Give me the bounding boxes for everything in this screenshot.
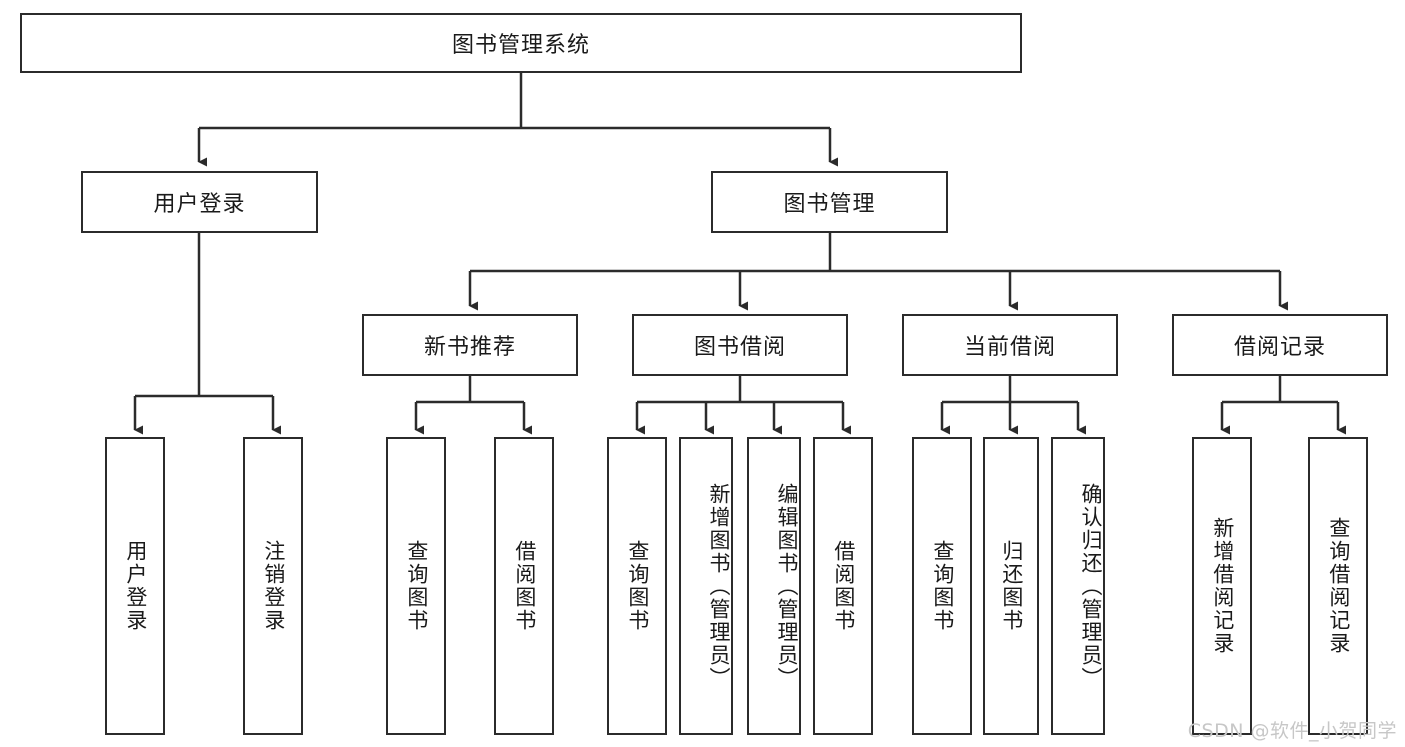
node-book-management[interactable]: 图书管理 [711, 171, 948, 233]
node-book-management-label: 图书管理 [783, 192, 876, 217]
leaf-edit-book[interactable]: 编辑图书（管理员） [747, 437, 801, 735]
leaf-query-book-3[interactable]: 查询图书 [912, 437, 972, 735]
leaf-query-record-label: 查询借阅记录 [1326, 517, 1351, 655]
node-root-label: 图书管理系统 [451, 33, 590, 58]
leaf-query-book-2[interactable]: 查询图书 [607, 437, 667, 735]
leaf-query-record[interactable]: 查询借阅记录 [1308, 437, 1368, 735]
watermark: CSDN @软件_小贺同学 [1187, 720, 1397, 742]
leaf-edit-book-label: 编辑图书（管理员） [775, 482, 799, 690]
leaf-confirm-return-label: 确认归还（管理员） [1079, 482, 1103, 690]
leaf-borrow-book-2-label: 借阅图书 [831, 540, 856, 632]
leaf-query-book-1[interactable]: 查询图书 [386, 437, 446, 735]
node-new-book-recommend[interactable]: 新书推荐 [362, 314, 578, 376]
node-user-login[interactable]: 用户登录 [81, 171, 318, 233]
leaf-add-book[interactable]: 新增图书（管理员） [679, 437, 733, 735]
leaf-query-book-1-label: 查询图书 [404, 540, 429, 632]
leaf-user-login[interactable]: 用户登录 [105, 437, 165, 735]
leaf-borrow-book-1[interactable]: 借阅图书 [494, 437, 554, 735]
node-book-borrow[interactable]: 图书借阅 [632, 314, 848, 376]
node-new-book-recommend-label: 新书推荐 [423, 335, 516, 360]
node-book-borrow-label: 图书借阅 [693, 335, 786, 360]
node-current-borrow[interactable]: 当前借阅 [902, 314, 1118, 376]
leaf-borrow-book-1-label: 借阅图书 [512, 540, 537, 632]
leaf-logout-label: 注销登录 [261, 540, 286, 632]
leaf-add-record-label: 新增借阅记录 [1210, 517, 1235, 655]
node-user-login-label: 用户登录 [153, 192, 246, 217]
leaf-return-book-label: 归还图书 [999, 540, 1024, 632]
leaf-confirm-return[interactable]: 确认归还（管理员） [1051, 437, 1105, 735]
leaf-borrow-book-2[interactable]: 借阅图书 [813, 437, 873, 735]
leaf-user-login-label: 用户登录 [123, 540, 148, 632]
leaf-return-book[interactable]: 归还图书 [983, 437, 1039, 735]
leaf-add-record[interactable]: 新增借阅记录 [1192, 437, 1252, 735]
leaf-query-book-3-label: 查询图书 [930, 540, 955, 632]
node-borrow-record-label: 借阅记录 [1233, 335, 1326, 360]
leaf-query-book-2-label: 查询图书 [625, 540, 650, 632]
node-root[interactable]: 图书管理系统 [20, 13, 1022, 73]
leaf-add-book-label: 新增图书（管理员） [707, 482, 731, 690]
leaf-logout[interactable]: 注销登录 [243, 437, 303, 735]
node-borrow-record[interactable]: 借阅记录 [1172, 314, 1388, 376]
node-current-borrow-label: 当前借阅 [963, 335, 1056, 360]
